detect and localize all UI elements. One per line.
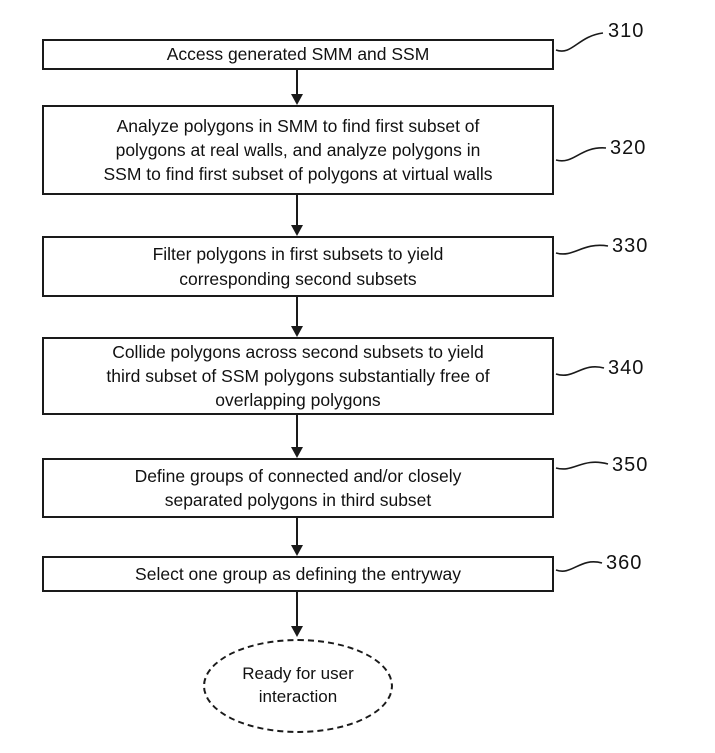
flow-step-310-label: Access generated SMM and SSM: [166, 44, 430, 65]
flow-step-320-label: Analyze polygons in SMM to find first su…: [103, 115, 493, 185]
ref-label-310: 310: [608, 20, 645, 42]
flow-step-320: Analyze polygons in SMM to find first su…: [42, 105, 554, 195]
ref-leader-310: [555, 32, 604, 52]
flow-step-360-label: Select one group as defining the entrywa…: [135, 563, 461, 584]
ref-leader-350: [555, 461, 609, 470]
flow-arrow-5: [291, 518, 303, 556]
flow-step-330-label: Filter polygons in first subsets to yiel…: [152, 244, 444, 289]
terminal-ellipse: Ready for user interaction: [203, 639, 393, 733]
flow-step-360: Select one group as defining the entrywa…: [42, 556, 554, 592]
ref-label-320: 320: [610, 137, 647, 159]
ref-leader-320: [555, 147, 607, 162]
ref-label-350: 350: [612, 454, 649, 476]
flow-arrow-3: [291, 297, 303, 337]
ref-label-340: 340: [608, 357, 645, 379]
flow-step-340-label: Collide polygons across second subsets t…: [106, 341, 490, 411]
flow-arrow-6: [291, 592, 303, 637]
flow-arrow-4: [291, 415, 303, 458]
flow-step-350-label: Define groups of connected and/or closel…: [134, 465, 462, 510]
flow-step-350: Define groups of connected and/or closel…: [42, 458, 554, 518]
terminal-label: Ready for user interaction: [242, 664, 354, 706]
flow-arrow-2: [291, 195, 303, 236]
flow-step-310: Access generated SMM and SSM: [42, 39, 554, 70]
flow-step-330: Filter polygons in first subsets to yiel…: [42, 236, 554, 297]
flow-step-340: Collide polygons across second subsets t…: [42, 337, 554, 415]
ref-leader-340: [555, 365, 605, 377]
ref-leader-330: [555, 244, 609, 255]
flow-arrow-1: [291, 70, 303, 105]
ref-label-360: 360: [606, 552, 643, 574]
ref-label-330: 330: [612, 235, 649, 257]
ref-leader-360: [555, 561, 603, 572]
